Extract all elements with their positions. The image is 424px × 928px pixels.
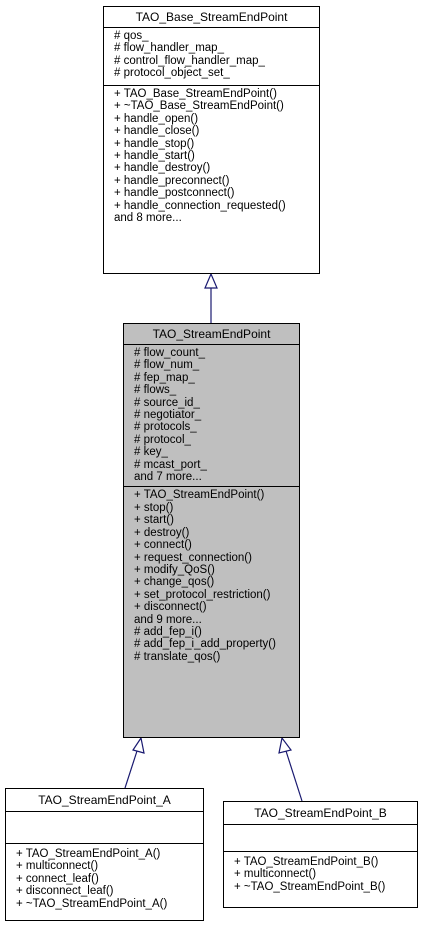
more-methods-link[interactable]: and 9 more... <box>134 613 202 626</box>
methods-section: + TAO_StreamEndPoint_A() + multiconnect(… <box>6 844 203 913</box>
attribute-item: # protocols_ <box>134 421 197 434</box>
method-item: + set_protocol_restriction() <box>134 588 271 601</box>
method-item: + disconnect_leaf() <box>16 885 114 898</box>
attribute-item: # source_id_ <box>134 396 200 409</box>
attribute-item: # protocol_object_set_ <box>114 67 230 80</box>
attribute-item: # control_flow_handler_map_ <box>114 54 265 67</box>
attribute-item: # flow_count_ <box>134 347 205 359</box>
edge-b-to-stream <box>285 750 303 802</box>
method-item: + TAO_Base_StreamEndPoint() <box>114 88 277 100</box>
method-item: + TAO_StreamEndPoint() <box>134 489 265 502</box>
method-item: + ~TAO_Base_StreamEndPoint() <box>114 100 284 113</box>
more-attributes-link[interactable]: and 7 more... <box>134 471 202 484</box>
inheritance-arrowhead-stream-a <box>132 736 145 754</box>
attributes-section: # flow_count_ # flow_num_ # fep_map_ # f… <box>124 345 299 488</box>
attribute-item: # fep_map_ <box>134 371 195 384</box>
method-item: + connect() <box>134 539 192 552</box>
class-box-base[interactable]: TAO_Base_StreamEndPoint # qos_ # flow_ha… <box>103 6 320 274</box>
method-item: + handle_start() <box>114 150 195 163</box>
method-item: + start() <box>134 514 174 527</box>
method-item: + disconnect() <box>134 601 207 614</box>
method-item: + TAO_StreamEndPoint_A() <box>16 848 161 860</box>
class-title: TAO_StreamEndPoint <box>124 324 299 345</box>
attribute-item: # key_ <box>134 446 168 459</box>
attribute-item: # negotiator_ <box>134 409 202 422</box>
attributes-section <box>224 825 417 852</box>
method-item: + ~TAO_StreamEndPoint_B() <box>234 880 386 893</box>
methods-section: + TAO_Base_StreamEndPoint() + ~TAO_Base_… <box>104 86 319 227</box>
more-methods-link[interactable]: and 8 more... <box>114 212 182 225</box>
method-item: # add_fep_i_add_property() <box>134 638 276 651</box>
method-item: + ~TAO_StreamEndPoint_A() <box>16 897 168 910</box>
method-item: + handle_close() <box>114 125 200 138</box>
method-item: + multiconnect() <box>234 868 317 881</box>
attribute-item: # flow_num_ <box>134 359 200 372</box>
method-item: + destroy() <box>134 526 190 539</box>
attribute-item: # flow_handler_map_ <box>114 42 224 55</box>
method-item: + handle_stop() <box>114 137 195 150</box>
method-item: # translate_qos() <box>134 650 221 663</box>
attribute-item: # mcast_port_ <box>134 458 207 471</box>
method-item: + handle_destroy() <box>114 162 211 175</box>
class-box-stream-endpoint-a[interactable]: TAO_StreamEndPoint_A + TAO_StreamEndPoin… <box>5 788 204 921</box>
method-item: + handle_preconnect() <box>114 174 230 187</box>
methods-section: + TAO_StreamEndPoint_B() + multiconnect(… <box>224 852 417 896</box>
inheritance-arrowhead-stream-b <box>278 736 293 754</box>
class-title: TAO_StreamEndPoint_B <box>224 802 417 825</box>
method-item: + modify_QoS() <box>134 563 215 576</box>
inheritance-arrowhead-base <box>204 272 218 289</box>
attribute-item: # protocol_ <box>134 433 191 446</box>
method-item: # add_fep_i() <box>134 625 202 638</box>
attribute-item: # qos_ <box>114 30 149 42</box>
attributes-section <box>6 812 203 844</box>
class-box-stream-endpoint-b[interactable]: TAO_StreamEndPoint_B + TAO_StreamEndPoin… <box>223 801 418 908</box>
method-item: + handle_open() <box>114 112 199 125</box>
attributes-section: # qos_ # flow_handler_map_ # control_flo… <box>104 28 319 86</box>
method-item: + change_qos() <box>134 576 215 589</box>
attribute-item: # flows_ <box>134 384 177 397</box>
method-item: + multiconnect() <box>16 860 99 873</box>
class-box-stream-endpoint[interactable]: TAO_StreamEndPoint # flow_count_ # flow_… <box>123 323 300 738</box>
class-title: TAO_Base_StreamEndPoint <box>104 7 319 28</box>
method-item: + connect_leaf() <box>16 872 99 885</box>
method-item: + handle_postconnect() <box>114 187 235 200</box>
method-item: + handle_connection_requested() <box>114 199 286 212</box>
method-item: + TAO_StreamEndPoint_B() <box>234 856 379 868</box>
edge-a-to-stream <box>124 750 138 789</box>
methods-section: + TAO_StreamEndPoint() + stop() + start(… <box>124 487 299 666</box>
class-title: TAO_StreamEndPoint_A <box>6 789 203 812</box>
method-item: + request_connection() <box>134 551 252 564</box>
method-item: + stop() <box>134 501 174 514</box>
